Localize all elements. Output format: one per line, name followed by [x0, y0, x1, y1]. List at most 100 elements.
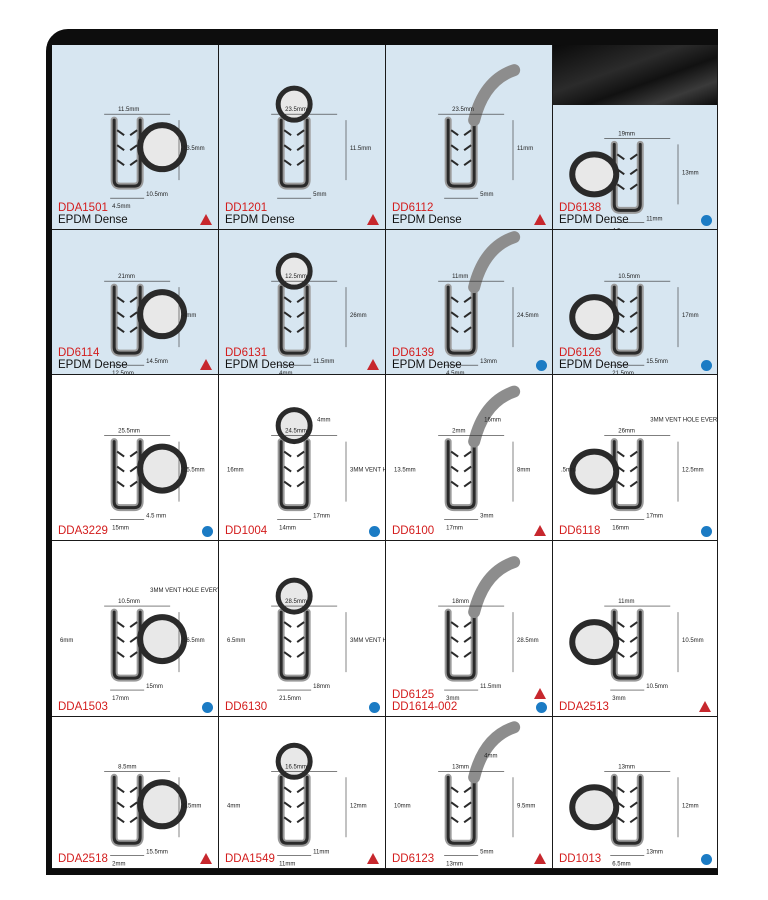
material-label: EPDM Dense: [559, 359, 629, 371]
dimension-label: 11.5mm: [480, 684, 501, 690]
dimension-label: 3mm: [446, 696, 459, 702]
seal-profile-drawing: [104, 770, 188, 856]
seal-profile-drawing: [569, 138, 679, 223]
dimension-label: 15.5mm: [183, 468, 205, 474]
product-code: DD6112: [392, 202, 434, 214]
material-label: EPDM Dense: [58, 359, 128, 371]
dimension-label: 13mm: [646, 849, 663, 855]
blue-circle-icon: [701, 360, 712, 371]
product-photo: [553, 45, 717, 105]
dimension-label: 3MM VENT HOLE EVERY 12 INCHES: [150, 588, 219, 594]
dimension-label: 13mm: [480, 359, 497, 365]
dimension-label: 4.5mm: [446, 371, 464, 375]
dimension-label: 2mm: [452, 429, 465, 435]
dimension-label: 5mm: [313, 192, 326, 198]
material-label: EPDM Dense: [225, 214, 295, 226]
dimension-label: 16.5mm: [183, 638, 205, 644]
dimension-label: 4mm: [484, 753, 497, 759]
product-code: DD1004: [225, 525, 268, 537]
dimension-label: 4.5mm: [612, 228, 630, 230]
dimension-label: 4mm: [183, 313, 196, 319]
product-code: DDA2513: [559, 701, 609, 713]
dimension-label: 25.5mm: [118, 429, 140, 435]
dimension-label: 3MM VENT HOLE EVERY 12MM: [350, 468, 386, 474]
seal-profile-drawing: [438, 556, 521, 691]
dimension-label: 16mm: [612, 526, 629, 532]
seal-profile-drawing: [569, 770, 679, 856]
dimension-label: 4.5 mm: [146, 514, 166, 520]
product-code: DD6125: [392, 689, 435, 701]
dimension-label: 6.5mm: [612, 861, 630, 867]
dimension-label: 15.5mm: [646, 359, 668, 365]
blue-circle-icon: [701, 215, 712, 226]
red-triangle-icon: [534, 853, 546, 864]
dimension-label: 6.5mm: [183, 803, 201, 809]
product-code: DDA3229: [58, 525, 108, 537]
dimension-label: 16mm: [484, 418, 501, 424]
dimension-label: 8.5mm: [118, 764, 136, 770]
dimension-label: 11mm: [618, 599, 634, 605]
dimension-label: 17mm: [446, 526, 463, 532]
blue-circle-icon: [202, 702, 213, 713]
seal-profile-drawing: [271, 742, 347, 856]
dimension-label: 21mm: [118, 274, 135, 280]
frame-left: [46, 29, 52, 875]
dimension-label: 21.5mm: [279, 696, 301, 702]
red-triangle-icon: [200, 853, 212, 864]
dimension-label: 15mm: [146, 684, 163, 690]
seal-profile-drawing: [438, 385, 521, 520]
dimension-label: 12.5mm: [682, 468, 704, 474]
material-label: EPDM Dense: [225, 359, 295, 371]
dimension-label: 17mm: [646, 514, 663, 520]
dimension-label: 4mm: [227, 803, 240, 809]
red-triangle-icon: [367, 853, 379, 864]
blue-circle-icon: [701, 854, 712, 865]
dimension-label: 28.5mm: [285, 599, 307, 605]
material-label: EPDM Dense: [559, 214, 629, 226]
dimension-label: 13mm: [682, 170, 699, 176]
blue-circle-icon: [202, 526, 213, 537]
material-label: EPDM Dense: [392, 214, 462, 226]
red-triangle-icon: [367, 359, 379, 370]
dimension-label: 4mm: [279, 371, 292, 375]
seal-profile-drawing: [569, 435, 679, 520]
product-code: DD6118: [559, 525, 601, 537]
dimension-label: 23.5mm: [452, 107, 474, 113]
dimension-label: 16mm: [227, 468, 244, 474]
red-triangle-icon: [534, 525, 546, 536]
product-code: DD6131: [225, 347, 268, 359]
frame-top: [46, 29, 718, 45]
dimension-label: 3MM VENT HOLE EVERY 12MM: [650, 418, 718, 424]
seal-profile-drawing: [271, 85, 347, 199]
dimension-label: 3mm: [612, 696, 625, 702]
product-code: DDA1503: [58, 701, 108, 713]
dimension-label: 10.5mm: [146, 192, 168, 198]
dimension-label: 23.5mm: [285, 107, 307, 113]
dimension-label: 10mm: [394, 803, 411, 809]
dimension-label: 9.5mm: [517, 803, 535, 809]
material-label: EPDM Dense: [392, 359, 462, 371]
dimension-label: 16.5mm: [285, 764, 307, 770]
